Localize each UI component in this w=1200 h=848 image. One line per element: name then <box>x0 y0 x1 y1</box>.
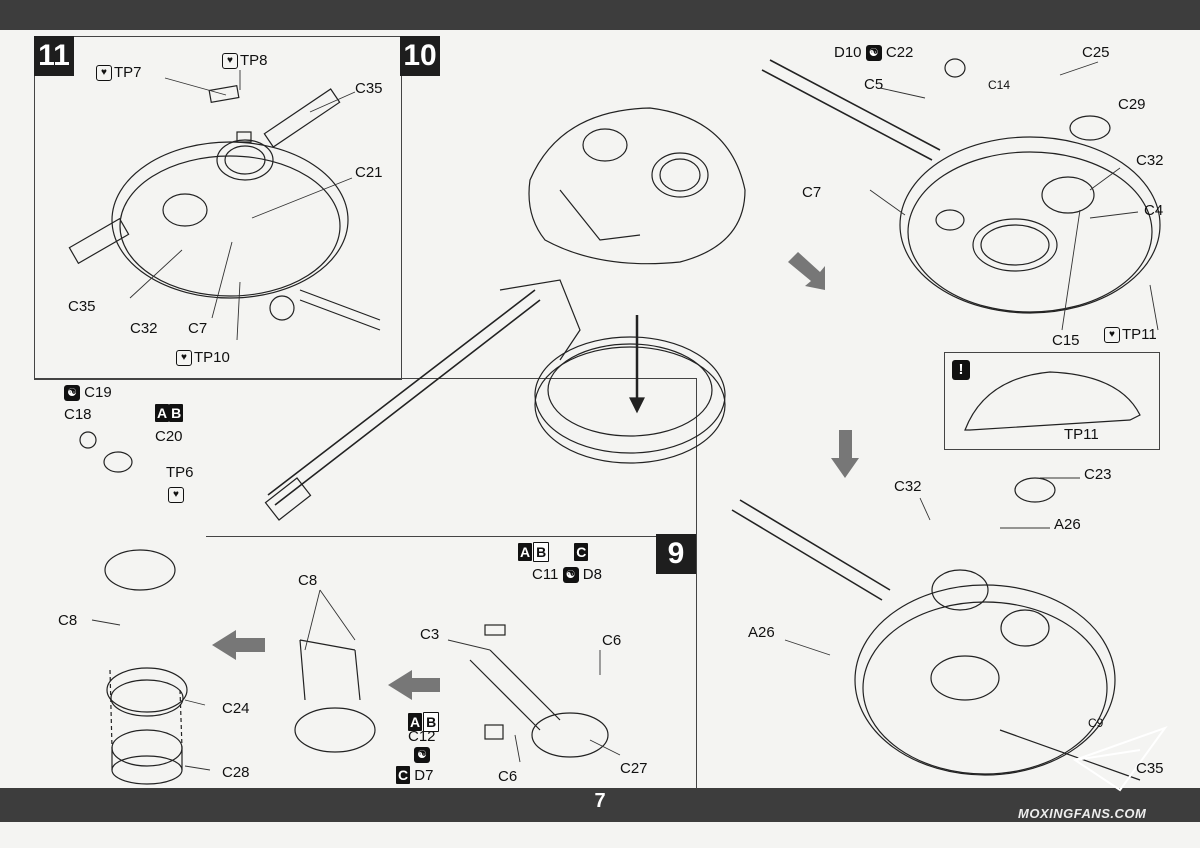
label-c6-bottom: C6 <box>498 768 518 785</box>
label-c5: C5 <box>864 76 884 93</box>
label-c20: C20 <box>155 428 183 445</box>
heart-break-icon: ♥ <box>96 65 112 82</box>
yinyang-c12: ☯ <box>414 746 430 764</box>
label-c19: ☯ C19 <box>64 384 112 402</box>
label-c3: C3 <box>420 626 440 643</box>
label-c35-lr: C35 <box>1136 760 1164 777</box>
label-c21: C21 <box>355 164 383 181</box>
label-c25: C25 <box>1082 44 1110 61</box>
lower-right-turret-drawing <box>731 477 1141 781</box>
label-c23: C23 <box>1084 466 1112 483</box>
step10-drawing <box>264 107 746 521</box>
yin-yang-icon: ☯ <box>865 45 882 62</box>
top-band <box>0 0 1200 30</box>
label-c7: C7 <box>188 320 208 337</box>
upper-right-turret-drawing <box>761 58 1161 314</box>
heart-break-icon: ♥ <box>168 487 184 504</box>
label-tp10: ♥TP10 <box>176 349 230 367</box>
label-c9: C9 <box>1088 716 1104 730</box>
arrow-up-right <box>788 252 825 290</box>
heart-break-icon: ♥ <box>1104 327 1120 344</box>
label-tp11: ♥TP11 <box>1104 326 1157 344</box>
label-c6-top: C6 <box>602 632 622 649</box>
step-number-11: 11 <box>34 36 74 76</box>
label-c12: C12 <box>408 728 436 745</box>
label-d7: C D7 <box>396 766 434 784</box>
step11-turret-drawing <box>68 84 381 331</box>
label-c18: C18 <box>64 406 92 423</box>
label-c7-ur: C7 <box>802 184 822 201</box>
label-c32-lr: C32 <box>894 478 922 495</box>
label-c35-left: C35 <box>68 298 96 315</box>
step10-frame <box>206 36 696 537</box>
label-c11-d8: C11 ☯ D8 <box>532 566 602 584</box>
bottom-band <box>0 788 1200 822</box>
label-c27: C27 <box>620 760 648 777</box>
arrow-left-1 <box>212 630 265 660</box>
label-c15: C15 <box>1052 332 1080 349</box>
label-c28: C28 <box>222 764 250 781</box>
label-tp6: TP6 <box>166 464 194 481</box>
arrow-down <box>831 430 859 478</box>
yin-yang-icon: ☯ <box>562 567 579 584</box>
label-c4: C4 <box>1144 202 1164 219</box>
label-a26-right: A26 <box>1054 516 1081 533</box>
left-assembly-drawing <box>79 431 188 785</box>
yin-yang-icon: ☯ <box>414 747 430 764</box>
label-c8-left: C8 <box>58 612 78 629</box>
step11-frame <box>34 36 402 380</box>
caution-drawing <box>964 371 1141 431</box>
watermark: MOXINGFANS.COM <box>1018 806 1147 821</box>
label-d10-c22: D10 ☯ C22 <box>834 44 914 62</box>
label-tp7: ♥TP7 <box>96 64 142 82</box>
label-c14: C14 <box>988 78 1011 92</box>
label-c24: C24 <box>222 700 250 717</box>
label-a26-left: A26 <box>748 624 775 641</box>
step-number-9: 9 <box>656 534 696 574</box>
caution-box <box>944 352 1160 450</box>
label-c35-top: C35 <box>355 80 383 97</box>
label-c29: C29 <box>1118 96 1146 113</box>
tp6-heart-icon: ♥ <box>168 486 186 504</box>
heart-break-icon: ♥ <box>222 53 238 70</box>
warning-icon: ! <box>952 360 970 380</box>
label-c32-ur: C32 <box>1136 152 1164 169</box>
step-number-10: 10 <box>400 36 440 76</box>
yin-yang-icon: ☯ <box>64 385 80 402</box>
page-number: 7 <box>594 790 606 812</box>
step9-frame <box>34 378 697 789</box>
step9-drawing <box>294 624 609 758</box>
arrow-left-2 <box>388 670 440 700</box>
caution-label-tp11: TP11 <box>1064 426 1099 443</box>
label-c8-step9: C8 <box>298 572 318 589</box>
watermark-logo <box>1072 725 1168 792</box>
label-c32: C32 <box>130 320 158 337</box>
heart-break-icon: ♥ <box>176 350 192 367</box>
label-tp8: ♥TP8 <box>222 52 268 70</box>
